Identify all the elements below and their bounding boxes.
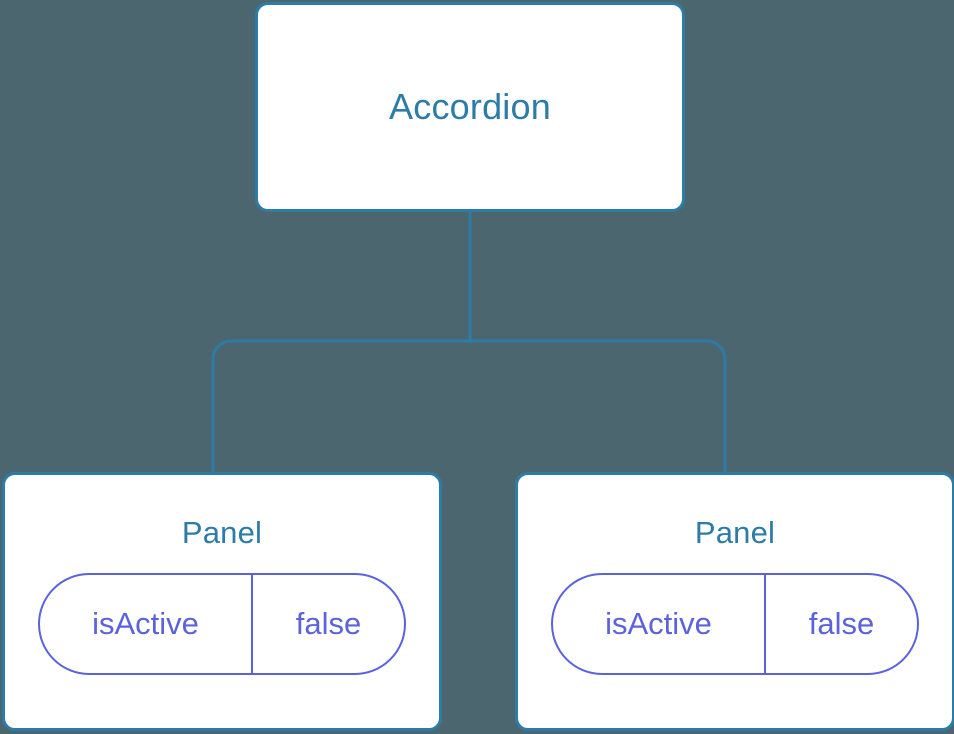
state-pill-value-panel-1: false (295, 606, 362, 641)
state-pill-panel-1[interactable]: isActive false (38, 573, 406, 675)
node-title-accordion: Accordion (389, 86, 551, 127)
node-card-panel-1[interactable]: Panel isActive false (2, 472, 442, 731)
node-title-panel-2: Panel (694, 515, 776, 550)
state-pill-value-panel-2: false (808, 606, 875, 641)
connector-branch-left (211, 339, 470, 478)
connector-branch-right (470, 339, 727, 478)
node-title-panel-1: Panel (181, 515, 263, 550)
state-pill-panel-2[interactable]: isActive false (551, 573, 919, 675)
node-card-accordion[interactable]: Accordion (255, 2, 685, 212)
state-pill-key-panel-2: isActive (553, 575, 766, 673)
state-pill-key-panel-1: isActive (40, 575, 253, 673)
node-card-panel-2[interactable]: Panel isActive false (515, 472, 954, 731)
